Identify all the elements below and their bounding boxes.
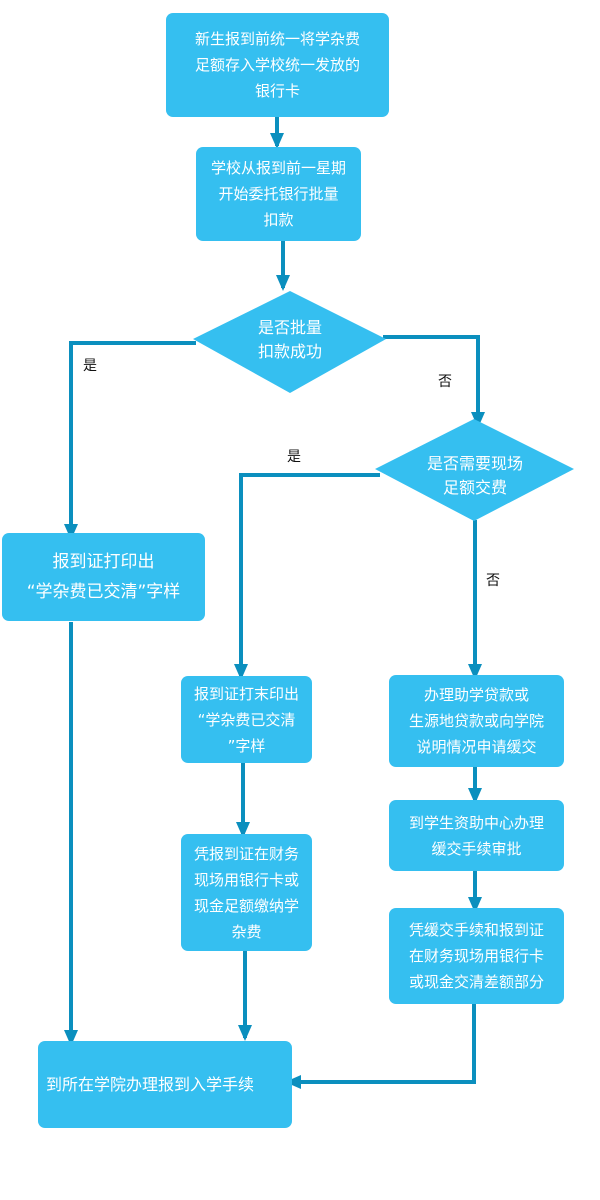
connector-difference-to-enrollment bbox=[285, 1004, 476, 1089]
decision-batch-success-label: 是否批量 扣款成功 bbox=[257, 318, 322, 361]
edge-label-onsite-yes: 是 bbox=[287, 449, 301, 465]
edge-label-batch-yes: 是 bbox=[83, 358, 97, 374]
node-not-printed-stamp: 报到证打末印出 “学杂费已交清 ”字样 bbox=[181, 676, 312, 763]
node-apply-loan-or-deferral: 办理助学贷款或 生源地贷款或向学院 说明情况申请缓交 bbox=[389, 675, 564, 767]
edge-label-batch-no: 否 bbox=[438, 374, 452, 390]
node-aid-center-approval: 到学生资助中心办理 缓交手续审批 bbox=[389, 800, 564, 871]
decision-onsite-payment-label: 是否需要现场 足额交费 bbox=[426, 454, 523, 497]
node-college-enrollment: 到所在学院办理报到入学手续 bbox=[38, 1041, 292, 1128]
node-pay-at-finance: 凭报到证在财务 现场用银行卡或 现金足额缴纳学 杂费 bbox=[181, 834, 312, 951]
node-printed-cleared-stamp: 报到证打印出 “学杂费已交清”字样 bbox=[2, 533, 205, 621]
connector-batch-no bbox=[383, 335, 485, 428]
decision-batch-success-shape bbox=[193, 291, 386, 393]
node-bank-batch-deduction: 学校从报到前一星期 开始委托银行批量 扣款 bbox=[196, 147, 361, 241]
connector-batch-yes bbox=[64, 341, 196, 540]
decision-onsite-payment-shape bbox=[375, 419, 574, 521]
node-pay-difference: 凭缓交手续和报到证 在财务现场用银行卡 或现金交清差额部分 bbox=[389, 908, 564, 1004]
connector-onsite-yes bbox=[234, 473, 380, 680]
node-deposit-fees: 新生报到前统一将学杂费 足额存入学校统一发放的 银行卡 bbox=[166, 13, 389, 117]
edge-label-onsite-no: 否 bbox=[486, 573, 500, 589]
